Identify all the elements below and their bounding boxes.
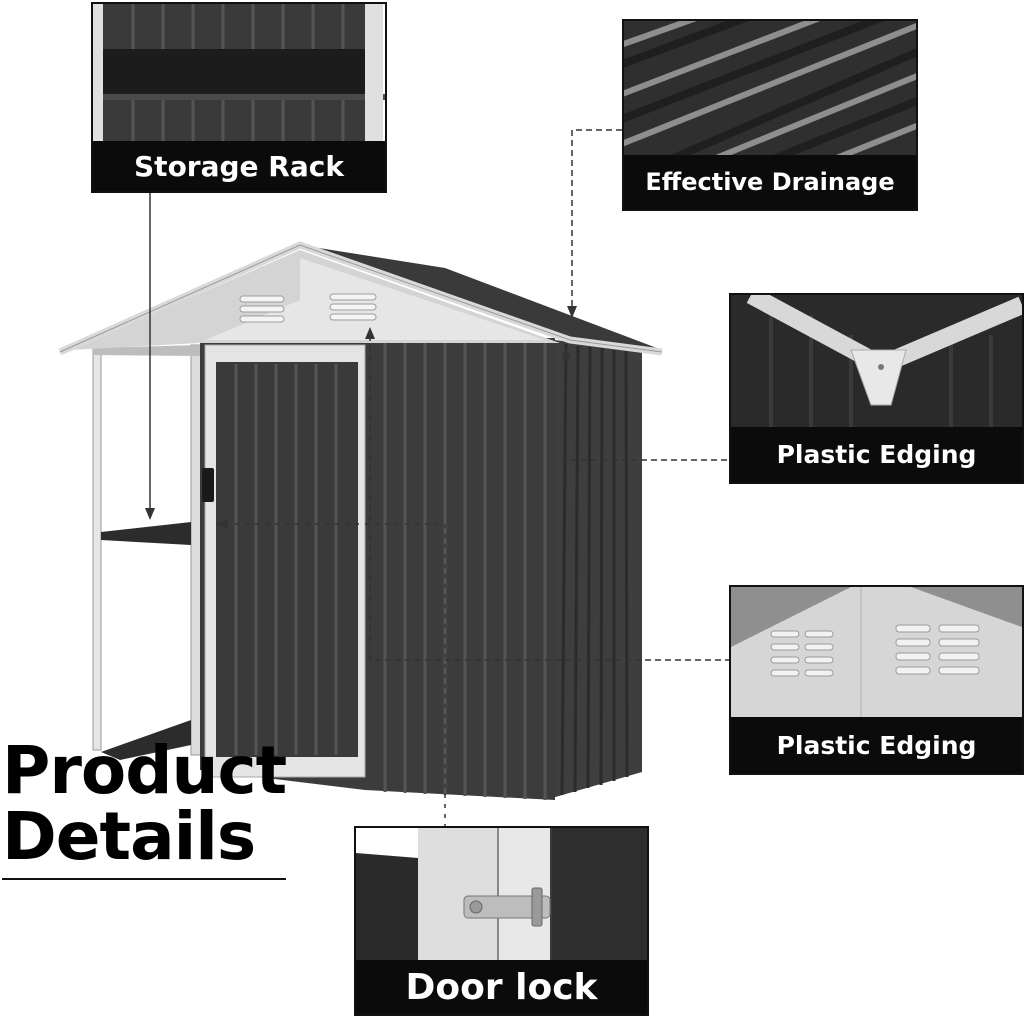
storage-rack-image <box>93 4 385 142</box>
shed-roof <box>300 245 662 350</box>
callout-connectors <box>149 129 730 830</box>
door-lock-image <box>356 828 647 960</box>
door-lock-label: Door lock <box>356 960 647 1014</box>
heading-underline <box>2 878 286 880</box>
plastic-corner-image <box>731 295 1022 427</box>
lock-hasp-icon <box>463 887 551 927</box>
plastic-edging-vents-label: Plastic Edging <box>731 717 1022 773</box>
shed-side-wall <box>545 340 642 800</box>
heading-line-2: Details <box>2 798 256 875</box>
sliding-door <box>202 344 366 778</box>
gable-vents <box>239 293 377 323</box>
storage-rack-label: Storage Rack <box>93 141 385 191</box>
vents-image <box>731 587 1022 717</box>
side-storage-rack <box>92 344 204 760</box>
roof-drainage-image <box>624 21 916 155</box>
callout-door-lock: Door lock <box>354 826 649 1016</box>
page-heading: Product Details <box>2 732 287 875</box>
heading-line-1: Product <box>2 732 287 809</box>
callout-effective-drainage: Effective Drainage <box>622 19 918 211</box>
callout-storage-rack: Storage Rack <box>91 2 387 193</box>
callout-plastic-edging-corner: Plastic Edging <box>729 293 1024 484</box>
callout-plastic-edging-vents: Plastic Edging <box>729 585 1024 775</box>
plastic-edging-corner-label: Plastic Edging <box>731 427 1022 482</box>
effective-drainage-label: Effective Drainage <box>624 155 916 209</box>
